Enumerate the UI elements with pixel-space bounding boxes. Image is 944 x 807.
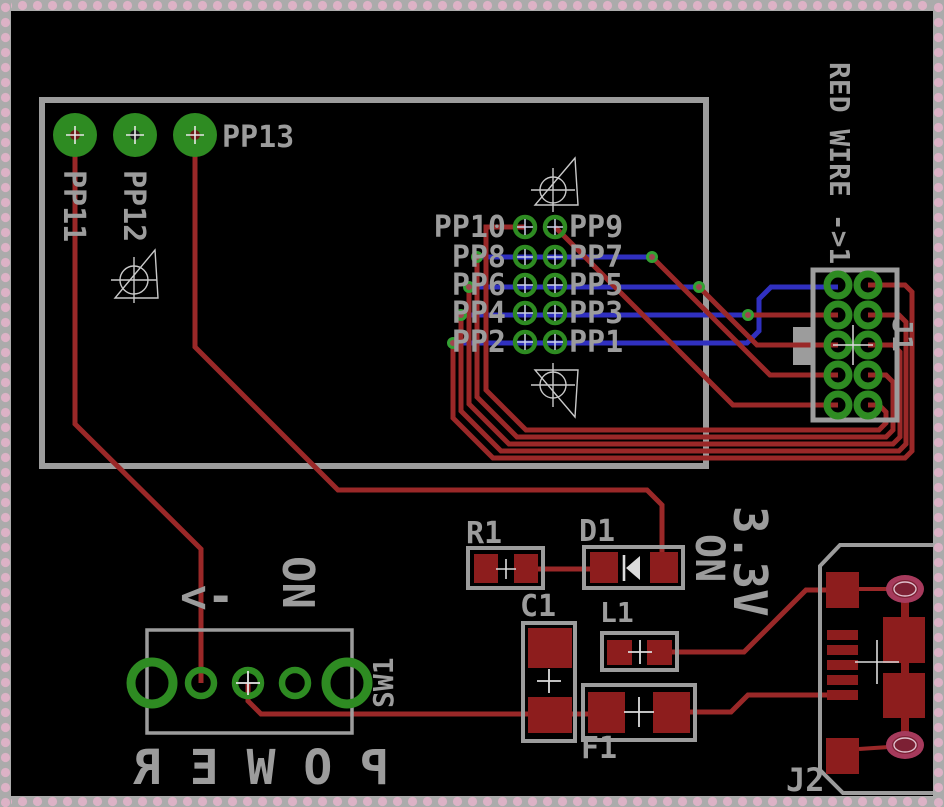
j2-outline [818, 543, 937, 795]
pad-pp11[interactable] [53, 113, 97, 157]
j2-anchor-pad-top[interactable] [883, 617, 925, 663]
component-f1[interactable] [581, 683, 697, 742]
label-sw1: SW1 [367, 657, 400, 708]
component-sw1[interactable] [126, 628, 373, 735]
label-pp12: PP12 [116, 170, 151, 242]
fiducial-bottom [531, 363, 579, 419]
j1-pad-2[interactable] [853, 270, 883, 300]
f1-pad-1[interactable] [588, 692, 625, 733]
annotation-red-wire: RED WIRE ->1 [823, 62, 856, 264]
trace-pp11-to-sw1[interactable] [72, 150, 204, 683]
component-c1[interactable] [521, 621, 577, 743]
j2-mount-pad-bottom[interactable] [826, 738, 859, 774]
j2-mount-pad-top[interactable] [826, 572, 859, 608]
c1-origin-cross [537, 669, 561, 693]
j2-oval-pad-bottom[interactable] [886, 731, 924, 759]
c1-pad-1[interactable] [528, 628, 572, 668]
label-pp5: PP5 [569, 268, 623, 303]
trace-pp13-to-d1[interactable] [192, 150, 665, 568]
trace-pp4-wrap-j1[interactable] [458, 312, 909, 454]
r1-pad-1[interactable] [474, 554, 498, 583]
label-r1: R1 [466, 516, 502, 551]
j1-pad-9[interactable] [823, 390, 853, 420]
label-f1: F1 [581, 731, 617, 766]
j1-pad-1[interactable] [823, 270, 853, 300]
annotation-power-mirrored: POWER [105, 740, 389, 796]
label-c1: C1 [520, 589, 556, 624]
j2-origin-cross [855, 640, 899, 684]
label-pp4: PP4 [452, 296, 506, 331]
l1-origin-cross [628, 640, 652, 664]
j1-pad-8[interactable] [853, 360, 883, 390]
label-pp10: PP10 [434, 210, 506, 245]
pad-pp13[interactable] [173, 113, 217, 157]
component-j2[interactable] [818, 543, 937, 795]
sw1-outline [145, 628, 354, 735]
sw1-pad-3[interactable] [231, 666, 265, 700]
j2-signal-pins[interactable] [827, 630, 858, 700]
d1-pad-cathode[interactable] [650, 552, 678, 583]
module-outline[interactable] [39, 97, 709, 469]
annotation-on-led: ON [686, 534, 732, 582]
component-r1[interactable] [466, 546, 545, 590]
r1-pad-2[interactable] [514, 554, 538, 583]
label-pp9: PP9 [569, 210, 623, 245]
j1-pad-4[interactable] [853, 300, 883, 330]
j2-anchor-pad-bottom[interactable] [883, 673, 925, 718]
annotation-switch-arrow: <- [180, 570, 234, 623]
silkscreen-labels: PP13 PP11 PP12 PP10 PP8 PP6 PP4 PP2 PP9 … [56, 62, 919, 799]
d1-pad-anode[interactable] [590, 552, 618, 583]
trace-pp2-wrap-j1[interactable] [450, 282, 915, 461]
sw1-pad-5[interactable] [321, 657, 373, 709]
label-pp13: PP13 [222, 120, 294, 155]
label-l1: L1 [600, 596, 634, 629]
j1-origin-cross [833, 325, 873, 365]
c1-pad-2[interactable] [528, 697, 572, 733]
label-j1: J1 [886, 318, 919, 352]
j1-pad-7[interactable] [823, 360, 853, 390]
label-d1: D1 [579, 514, 615, 549]
component-d1[interactable] [582, 545, 685, 590]
trace-pp8-wrap-j1[interactable] [474, 257, 896, 440]
sw1-origin-cross [236, 671, 260, 695]
l1-pad-1[interactable] [607, 640, 632, 665]
component-j1[interactable] [810, 267, 900, 423]
trace-pp9-j1[interactable] [553, 225, 838, 408]
sw1-pad-2[interactable] [184, 666, 218, 700]
grid-pad-crosses [517, 219, 563, 350]
testpoint-grid-pads[interactable] [512, 214, 568, 355]
vias[interactable] [447, 251, 754, 349]
label-pp2: PP2 [452, 325, 506, 360]
sw1-pad-4[interactable] [278, 666, 312, 700]
label-pp11: PP11 [56, 170, 91, 242]
f1-origin-cross [624, 697, 654, 727]
f1-pad-2[interactable] [653, 692, 690, 733]
j2-interconnects[interactable] [858, 587, 890, 751]
sw1-pad-1[interactable] [126, 657, 178, 709]
pad-pp12[interactable] [113, 113, 157, 157]
trace-f1-j2[interactable] [680, 692, 832, 715]
j1-pad-3[interactable] [823, 300, 853, 330]
label-pp7: PP7 [569, 240, 623, 275]
diode-symbol-icon [622, 555, 640, 581]
fiducial-top [531, 156, 579, 212]
annotation-on-switch: ON [272, 556, 323, 609]
j1-outline [810, 267, 900, 423]
fiducial-left [111, 248, 159, 303]
trace-pp6-wrap-j1[interactable] [466, 287, 903, 447]
label-pp1: PP1 [569, 325, 623, 360]
r1-origin-cross [496, 559, 516, 579]
label-pp3: PP3 [569, 296, 623, 331]
annotation-3v3: 3.3V [723, 506, 777, 617]
testpoint-pads[interactable] [53, 113, 217, 157]
j1-pad-10[interactable] [853, 390, 883, 420]
j2-pad-necks [901, 600, 909, 734]
label-pp6: PP6 [452, 268, 506, 303]
label-pp8: PP8 [452, 240, 506, 275]
j2-oval-pad-top[interactable] [886, 575, 924, 603]
label-j2: J2 [786, 761, 825, 799]
component-l1[interactable] [600, 631, 679, 672]
